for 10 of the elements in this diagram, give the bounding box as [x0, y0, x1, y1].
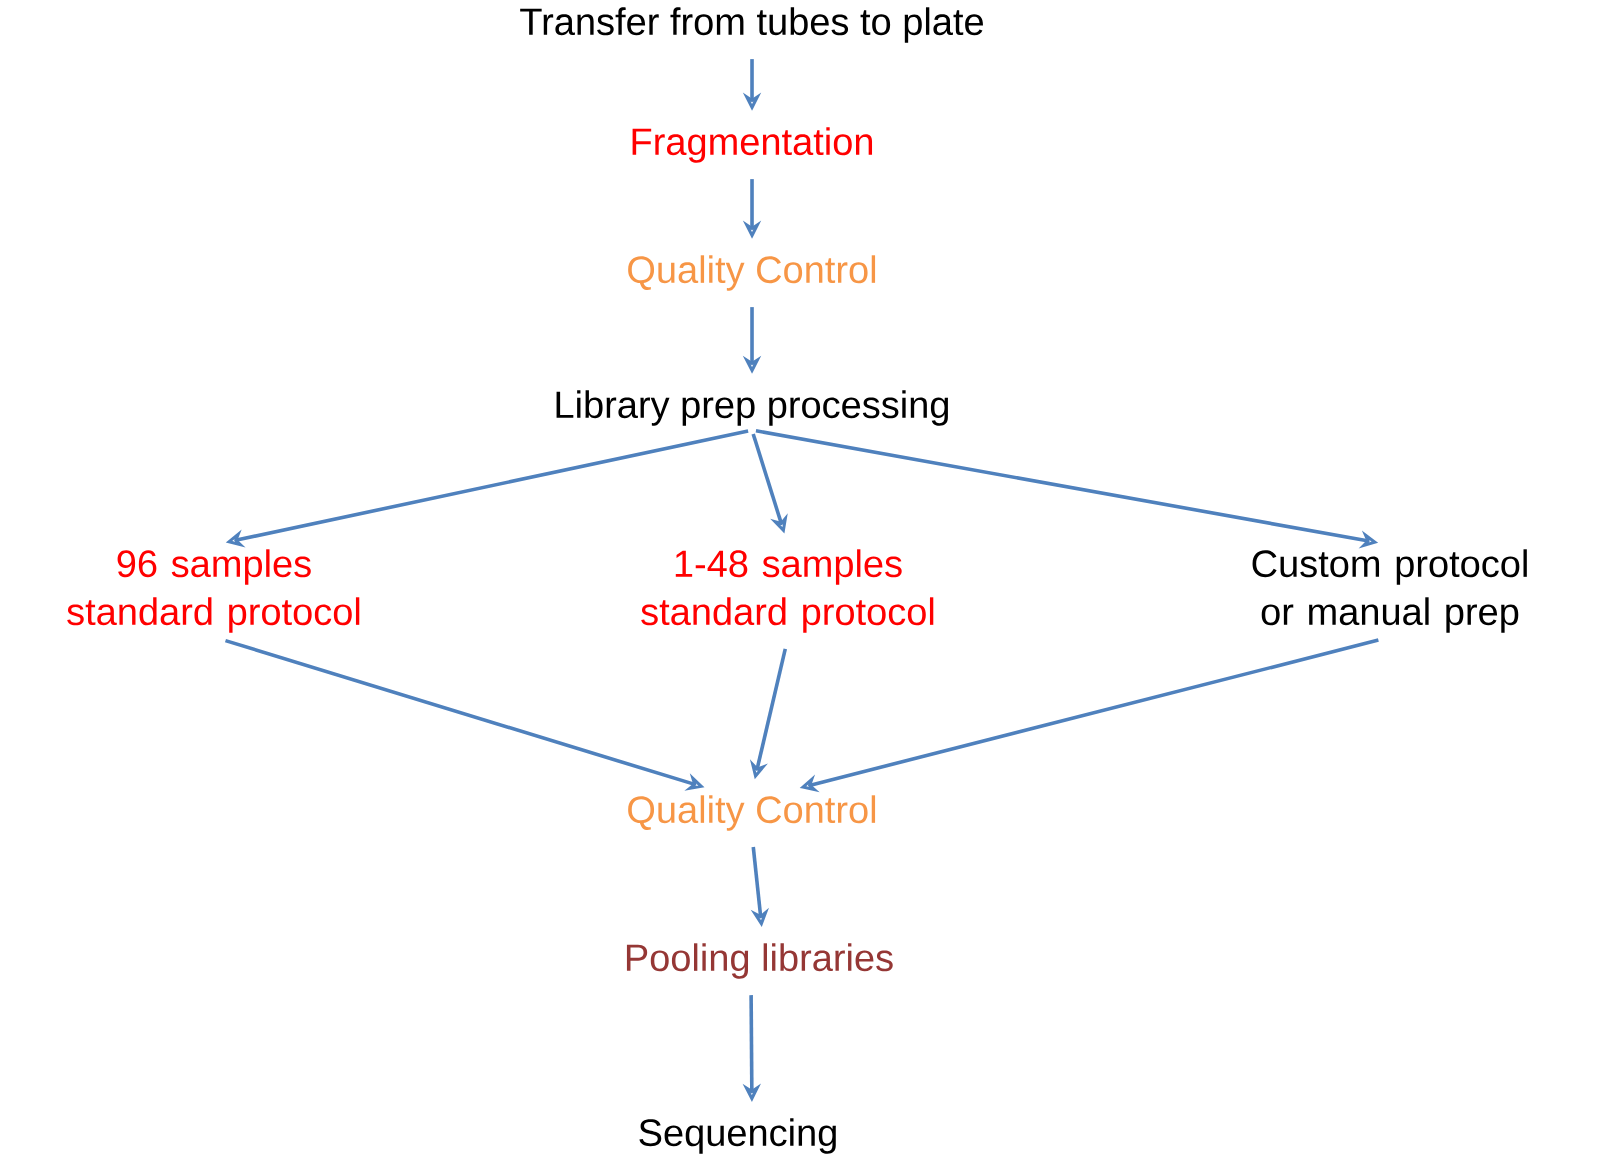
step-label: 96 samples standard protocol: [67, 549, 360, 633]
step-label: Library prep processing: [556, 390, 948, 426]
step-label: Fragmentation: [632, 127, 873, 163]
step-label: 1-48 samples standard protocol: [641, 549, 934, 633]
step-label: Transfer from tubes to plate: [520, 7, 983, 43]
step-label: Custom protocol or manual prep: [1252, 549, 1527, 633]
step-label: Quality Control: [628, 255, 876, 291]
step-label: Quality Control: [628, 795, 876, 831]
step-label: Sequencing: [639, 1118, 836, 1154]
step-label: Pooling libraries: [626, 943, 893, 979]
